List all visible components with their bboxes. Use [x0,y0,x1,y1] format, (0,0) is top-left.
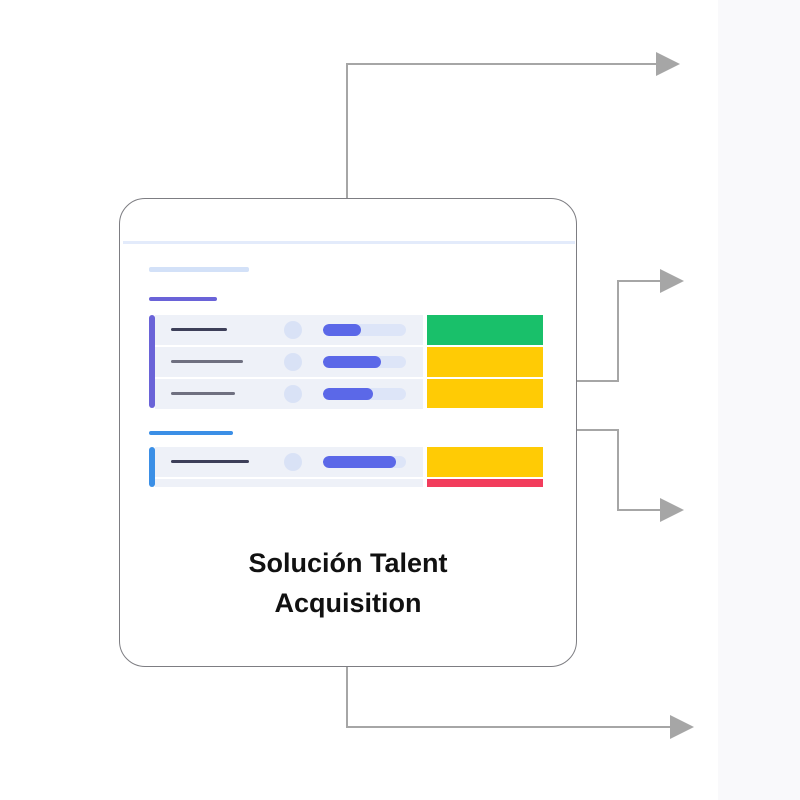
heading-placeholder-bar [149,267,249,272]
background-strip [718,0,800,800]
progress-track [323,456,406,468]
progress-fill [323,388,373,400]
row-text-line [171,392,235,395]
avatar-dot [284,353,302,371]
group-1-label-bar [149,297,217,301]
progress-fill [323,324,361,336]
group-2-label-bar [149,431,233,435]
avatar-dot [284,453,302,471]
status-cell-yellow [427,347,543,377]
group-1-accent [149,315,155,408]
arrowhead-top-icon [656,52,680,76]
arrowhead-bottom-icon [670,715,694,739]
progress-track [323,324,406,336]
status-cell-yellow [427,379,543,408]
row-text-line [171,460,249,463]
group-2-accent [149,447,155,487]
avatar-dot [284,385,302,403]
arrowhead-lower-right-icon [660,498,684,522]
card-title: Solución Talent Acquisition [120,543,576,623]
row-text-line [171,328,227,331]
progress-fill [323,456,396,468]
progress-track [323,356,406,368]
status-cell-yellow [427,447,543,477]
card-title-line-1: Solución Talent [248,548,448,578]
talent-acquisition-card[interactable]: Solución Talent Acquisition [119,198,577,667]
progress-track [323,388,406,400]
card-header-line [123,241,575,244]
status-cell-red [427,479,543,487]
connector-bottom [346,667,672,728]
connector-upper-right [577,280,660,382]
avatar-dot [284,321,302,339]
table-row[interactable] [155,379,423,409]
table-row-partial [155,479,423,487]
arrowhead-upper-right-icon [660,269,684,293]
connector-top [346,63,658,198]
connector-lower-right [577,429,660,511]
table-row[interactable] [155,315,423,345]
table-row[interactable] [155,447,423,477]
table-row[interactable] [155,347,423,377]
progress-fill [323,356,381,368]
row-text-line [171,360,243,363]
status-cell-green [427,315,543,345]
card-title-line-2: Acquisition [274,588,422,618]
